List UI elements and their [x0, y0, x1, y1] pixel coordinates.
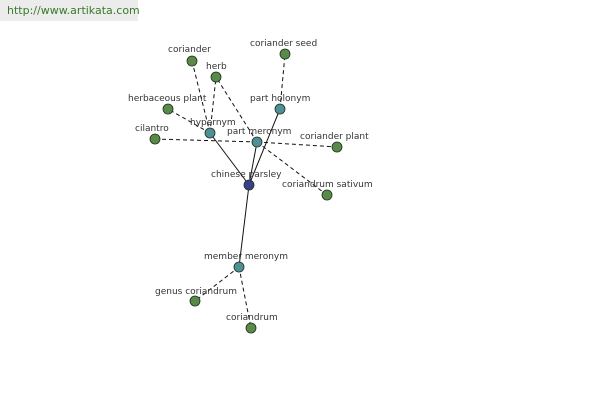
node-label-coriandrum-sativum: coriandrum sativum [282, 180, 373, 190]
node-hypernym[interactable] [204, 127, 216, 139]
site-url[interactable]: http://www.artikata.com [0, 0, 140, 21]
edge-chinese-parsley-to-hypernym [209, 132, 250, 186]
node-label-coriander-plant: coriander plant [300, 132, 369, 142]
node-cilantro[interactable] [149, 133, 161, 145]
edge-member-meronym-to-coriandrum [238, 266, 252, 329]
edge-chinese-parsley-to-part-meronym [248, 141, 258, 186]
node-part-meronym[interactable] [251, 136, 263, 148]
node-label-part-holonym: part holonym [250, 94, 310, 104]
node-coriander[interactable] [186, 55, 198, 67]
node-label-chinese-parsley: chinese parsley [211, 170, 282, 180]
node-label-part-meronym: part meronym [227, 127, 291, 137]
node-part-holonym[interactable] [274, 103, 286, 115]
edge-part-meronym-to-cilantro [154, 138, 258, 143]
node-label-genus-coriandrum: genus coriandrum [155, 287, 237, 297]
node-coriander-seed[interactable] [279, 48, 291, 60]
edge-hypernym-to-herbaceous-plant [167, 108, 211, 134]
node-coriandrum-sativum[interactable] [321, 189, 333, 201]
node-genus-coriandrum[interactable] [189, 295, 201, 307]
node-coriander-plant[interactable] [331, 141, 343, 153]
edge-chinese-parsley-to-part-holonym [248, 108, 281, 186]
edge-part-holonym-to-coriander-seed [279, 53, 286, 110]
edges-layer [154, 53, 338, 329]
node-label-cilantro: cilantro [135, 124, 169, 134]
node-herbaceous-plant[interactable] [162, 103, 174, 115]
node-member-meronym[interactable] [233, 261, 245, 273]
node-herb[interactable] [210, 71, 222, 83]
node-label-herbaceous-plant: herbaceous plant [128, 94, 207, 104]
node-label-coriandrum: coriandrum [226, 313, 278, 323]
node-label-herb: herb [206, 62, 227, 72]
edge-part-meronym-to-coriander-plant [256, 141, 338, 148]
nodes-layer [149, 48, 343, 334]
edge-chinese-parsley-to-member-meronym [238, 184, 250, 268]
edge-part-meronym-to-herb [215, 76, 258, 143]
node-coriandrum[interactable] [245, 322, 257, 334]
node-label-coriander: coriander [168, 45, 211, 55]
node-label-coriander-seed: coriander seed [250, 39, 317, 49]
edge-hypernym-to-coriander [191, 60, 211, 134]
node-label-member-meronym: member meronym [204, 252, 288, 262]
edge-member-meronym-to-genus-coriandrum [194, 266, 240, 302]
node-chinese-parsley[interactable] [243, 179, 255, 191]
edge-hypernym-to-herb [209, 76, 217, 134]
edge-part-meronym-to-coriandrum-sativum [256, 141, 328, 196]
node-label-hypernym: hypernym [190, 118, 236, 128]
